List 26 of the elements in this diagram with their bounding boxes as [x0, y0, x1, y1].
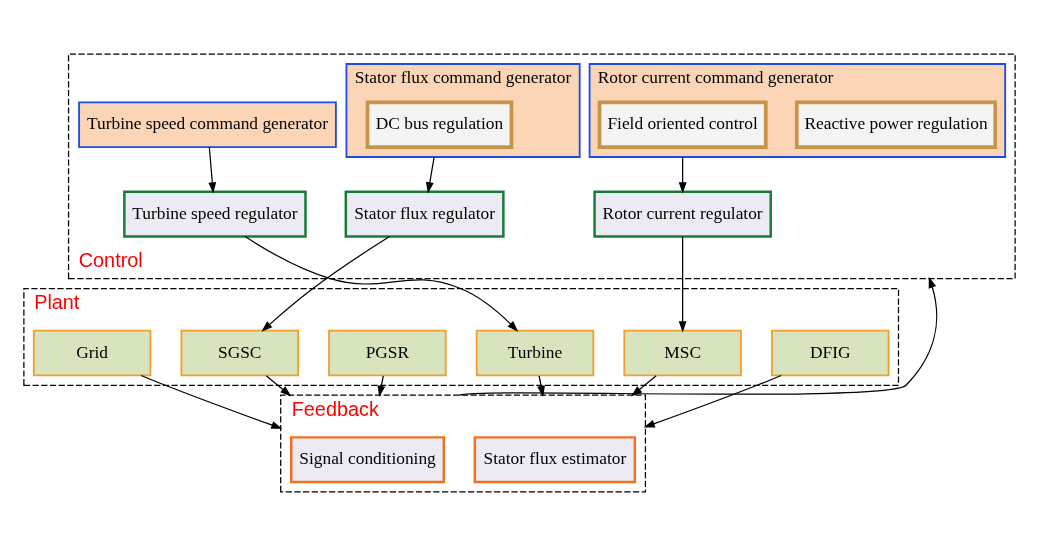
- node-box: DFIG: [770, 329, 889, 377]
- node-box: DC bus regulation: [365, 100, 513, 149]
- arrow: [244, 235, 518, 332]
- node-box: Turbine speed regulator: [122, 190, 307, 238]
- arrow: [678, 236, 687, 333]
- node-box: Turbine: [475, 329, 594, 377]
- node-box: Grid: [32, 329, 151, 377]
- node-box: PGSR: [327, 329, 447, 377]
- node-box: Turbine speed command generator: [77, 101, 337, 148]
- arrow: [678, 156, 687, 194]
- node-box: Field oriented control: [597, 100, 768, 149]
- node-box: SGSC: [180, 329, 299, 377]
- arrow: [643, 374, 782, 428]
- arrow: [425, 156, 435, 194]
- node-box: Rotor current regulator: [592, 190, 772, 238]
- arrow: [260, 235, 390, 332]
- arrow: [140, 374, 282, 429]
- node-box: MSC: [622, 329, 742, 377]
- arrow: [376, 375, 385, 398]
- arrow: [630, 375, 657, 397]
- node-box: Stator flux estimator: [473, 436, 636, 484]
- node-box: Signal conditioning: [289, 436, 445, 484]
- node-box: Stator flux regulator: [344, 190, 505, 238]
- node-box: Reactive power regulation: [794, 100, 997, 149]
- arrow: [207, 146, 216, 194]
- arrow: [265, 375, 291, 397]
